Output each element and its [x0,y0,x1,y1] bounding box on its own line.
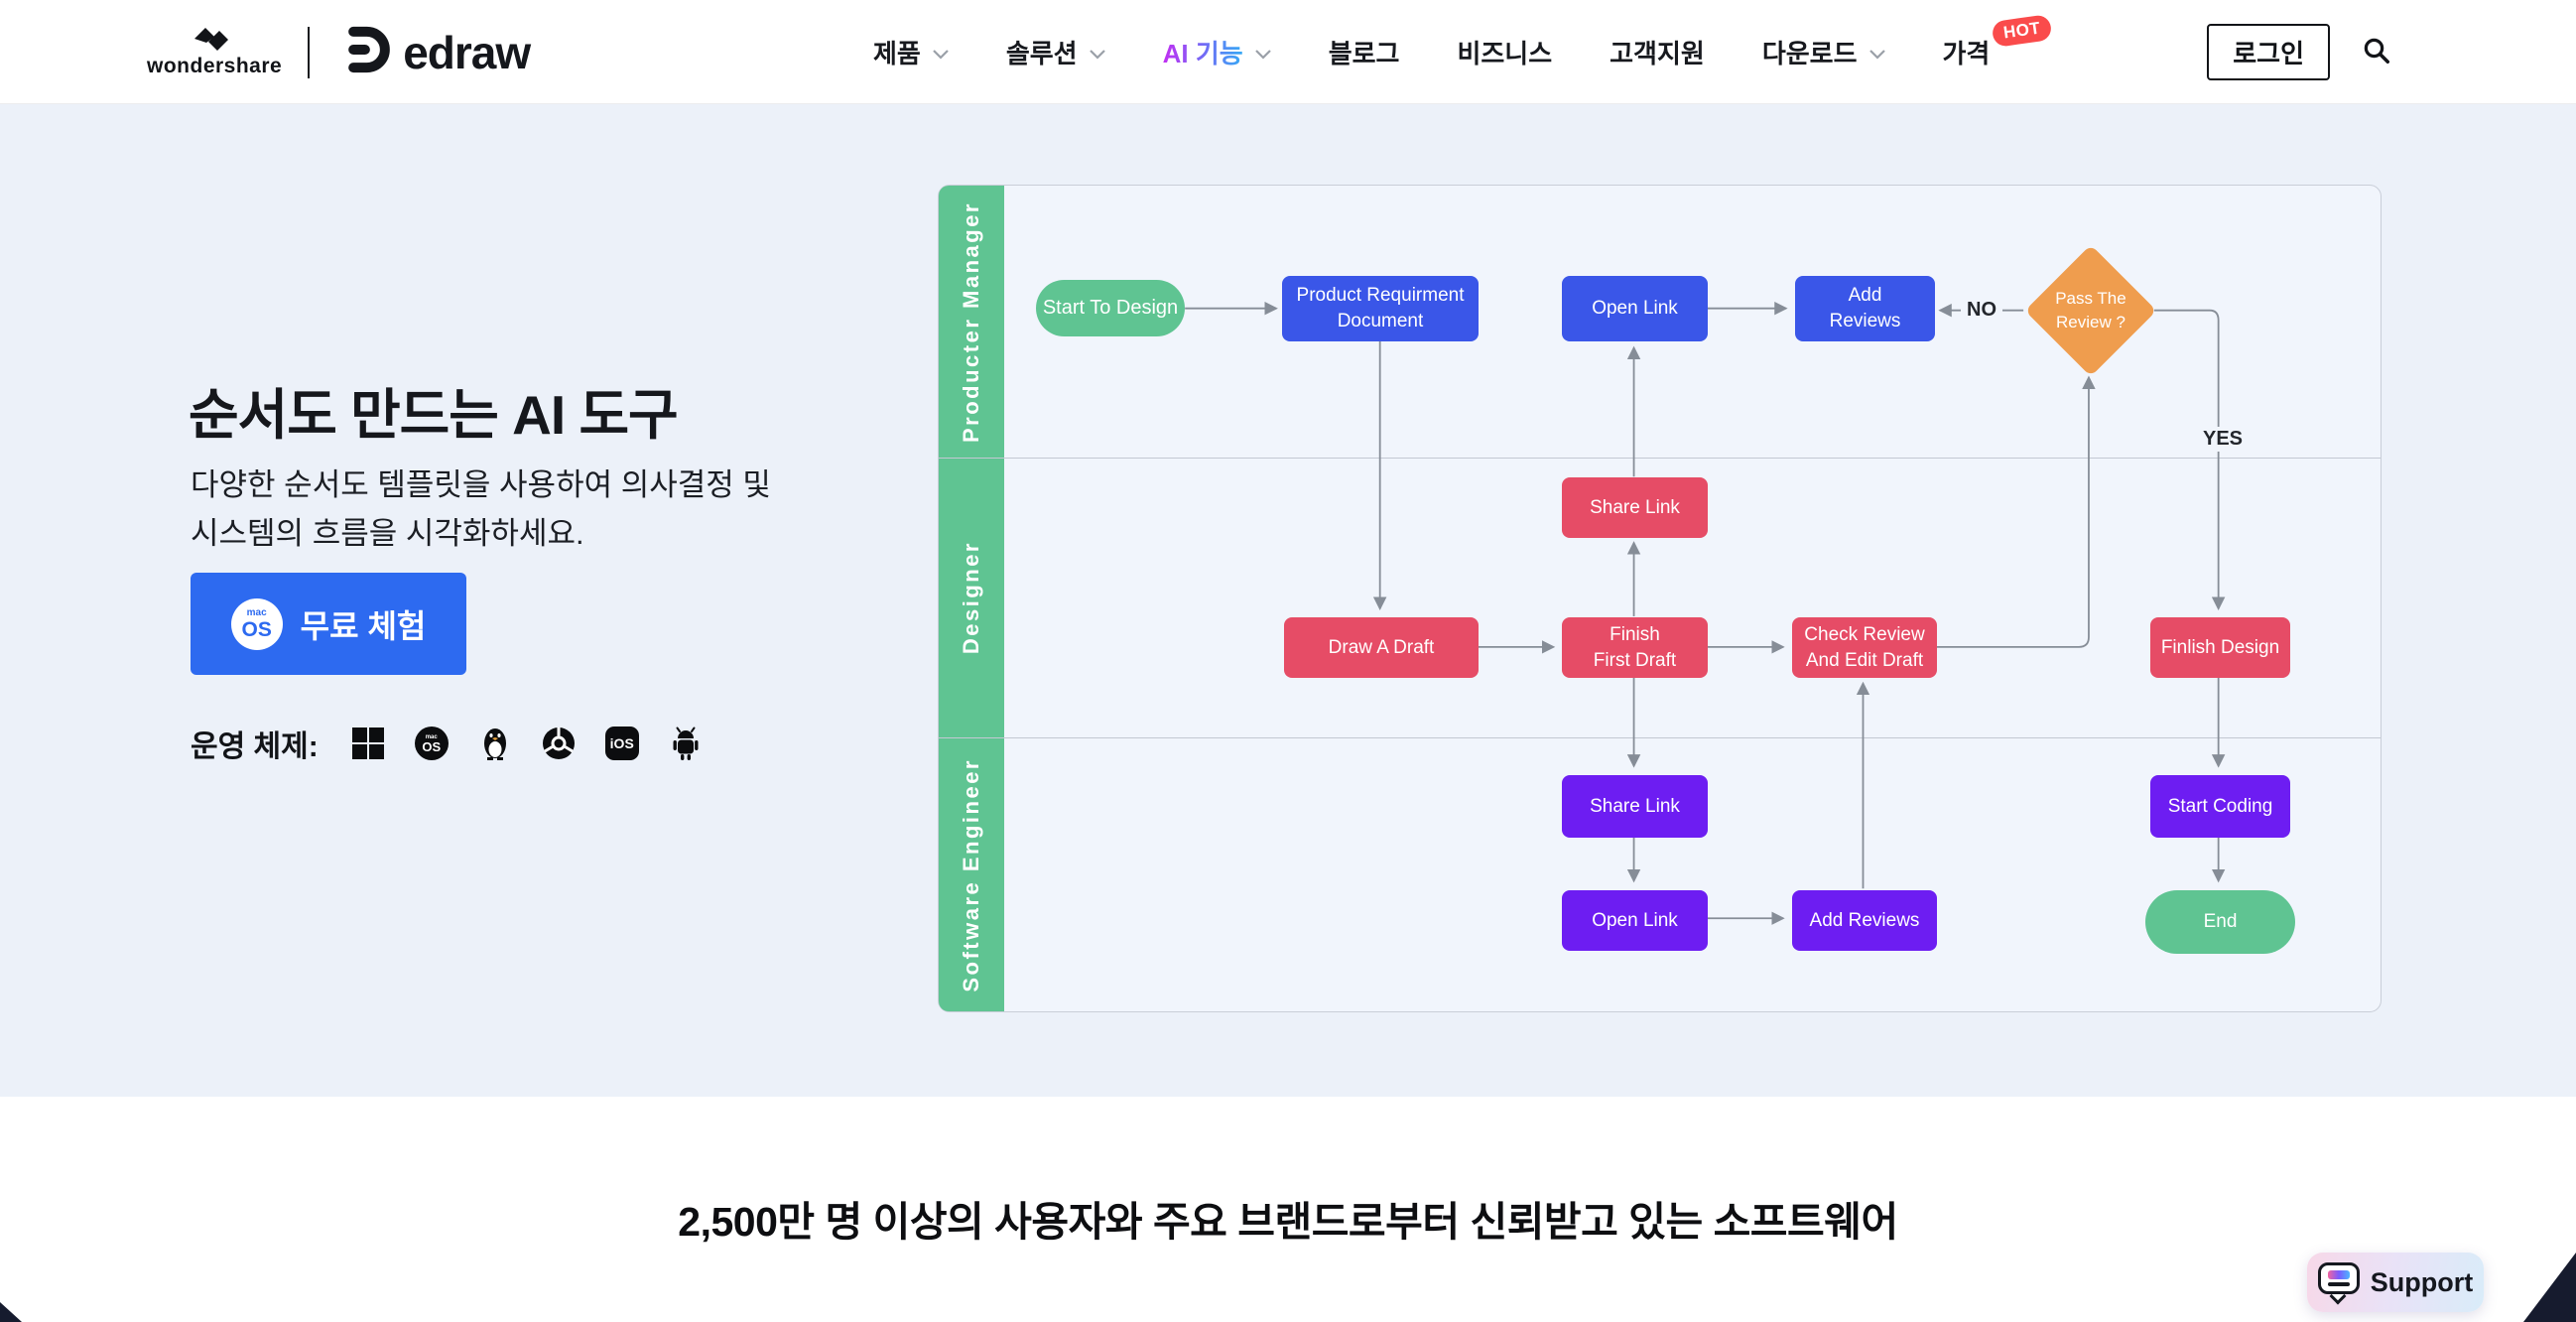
lane-label-software-engineer: Software Engineer [959,758,983,992]
linux-icon [477,726,513,761]
nav-item-support[interactable]: 고객지원 [1610,39,1705,68]
hot-badge: HOT [1991,13,2053,49]
chrome-icon [541,726,577,761]
chevron-down-icon [1254,49,1271,60]
nav-item-business[interactable]: 비즈니스 [1457,39,1553,68]
node-start-to-design: Start To Design [1036,280,1185,336]
trust-section: 2,500만 명 이상의 사용자와 주요 브랜드로부터 신뢰받고 있는 소프트웨… [0,1097,2576,1322]
flowchart-panel: Producter Manager Designer Software Engi… [938,185,2382,1012]
edge-label-yes: YES [2197,427,2250,452]
edraw-mark-icon [335,21,393,83]
free-trial-button[interactable]: mac OS 무료 체험 [191,573,466,675]
nav-item-download[interactable]: 다운로드 [1762,34,1885,70]
wondershare-logo[interactable]: wondershare [147,27,282,78]
brand-divider [308,26,311,78]
lane-label-designer: Designer [959,540,983,655]
node-finish-first-draft: Finish First Draft [1562,617,1708,678]
nav-item-ai-features[interactable]: AI 기능 [1163,34,1271,70]
node-product-requirment-document: Product Requirment Document [1282,276,1479,341]
hero-title: 순서도 만드는 AI 도구 [189,384,679,446]
edraw-logo[interactable]: edraw [335,21,531,83]
trust-heading: 2,500만 명 이상의 사용자와 주요 브랜드로부터 신뢰받고 있는 소프트웨… [678,1199,1898,1245]
chevron-down-icon [1089,49,1105,60]
ios-icon: iOS [604,726,640,761]
node-start-coding: Start Coding [2150,775,2290,838]
wondershare-wordmark: wondershare [147,54,283,77]
lane-label-producter-manager: Producter Manager [959,200,983,443]
macos-icon: mac OS [230,597,283,650]
node-finish-design: Finlish Design [2150,617,2290,678]
node-add-reviews-se: Add Reviews [1792,890,1937,951]
search-button[interactable] [2362,36,2391,68]
search-icon [2362,36,2391,68]
support-button[interactable]: Support [2307,1253,2484,1312]
nav-item-pricing[interactable]: 가격 HOT [1943,13,2053,70]
hero-section: 순서도 만드는 AI 도구 다양한 순서도 템플릿을 사용하여 의사결정 및 시… [0,104,2576,1097]
chat-bubble-icon [2317,1262,2360,1305]
node-draw-a-draft: Draw A Draft [1284,617,1479,678]
lane-divider [939,737,2381,738]
nav-item-products[interactable]: 제품 [873,34,949,70]
nav-item-solutions[interactable]: 솔루션 [1006,34,1105,70]
android-icon [668,726,704,761]
chevron-down-icon [933,49,949,60]
hero-subtitle: 다양한 순서도 템플릿을 사용하여 의사결정 및 시스템의 흐름을 시각화하세요… [191,467,771,551]
node-end: End [2145,890,2295,954]
nav-item-blog[interactable]: 블로그 [1328,39,1400,68]
wondershare-mark-icon [192,27,237,53]
lane-divider [939,458,2381,459]
node-open-link-pm: Open Link [1562,276,1708,341]
flowchart-edges [1185,301,2226,925]
swimlane-strip [939,186,1004,1011]
node-add-reviews-pm: Add Reviews [1795,276,1935,341]
edge-label-no: NO [1961,298,2002,323]
node-check-review-and-edit-draft: Check Review And Edit Draft [1792,617,1937,678]
login-button[interactable]: 로그인 [2207,24,2330,80]
edraw-wordmark: edraw [403,26,531,78]
os-label: 운영 체제: [191,730,319,763]
node-share-link-se: Share Link [1562,775,1708,838]
brand-group: wondershare edraw [147,0,531,104]
nav-menu: 제품 솔루션 AI 기능 블로그 비즈니스 고객지원 다운로드 [873,0,2053,104]
navbar: wondershare edraw 제품 솔루션 [0,0,2576,104]
nav-right-group: 로그인 [2207,0,2391,104]
windows-icon [350,726,386,761]
node-share-link-designer: Share Link [1562,477,1708,538]
chevron-down-icon [1868,49,1885,60]
node-open-link-se: Open Link [1562,890,1708,951]
